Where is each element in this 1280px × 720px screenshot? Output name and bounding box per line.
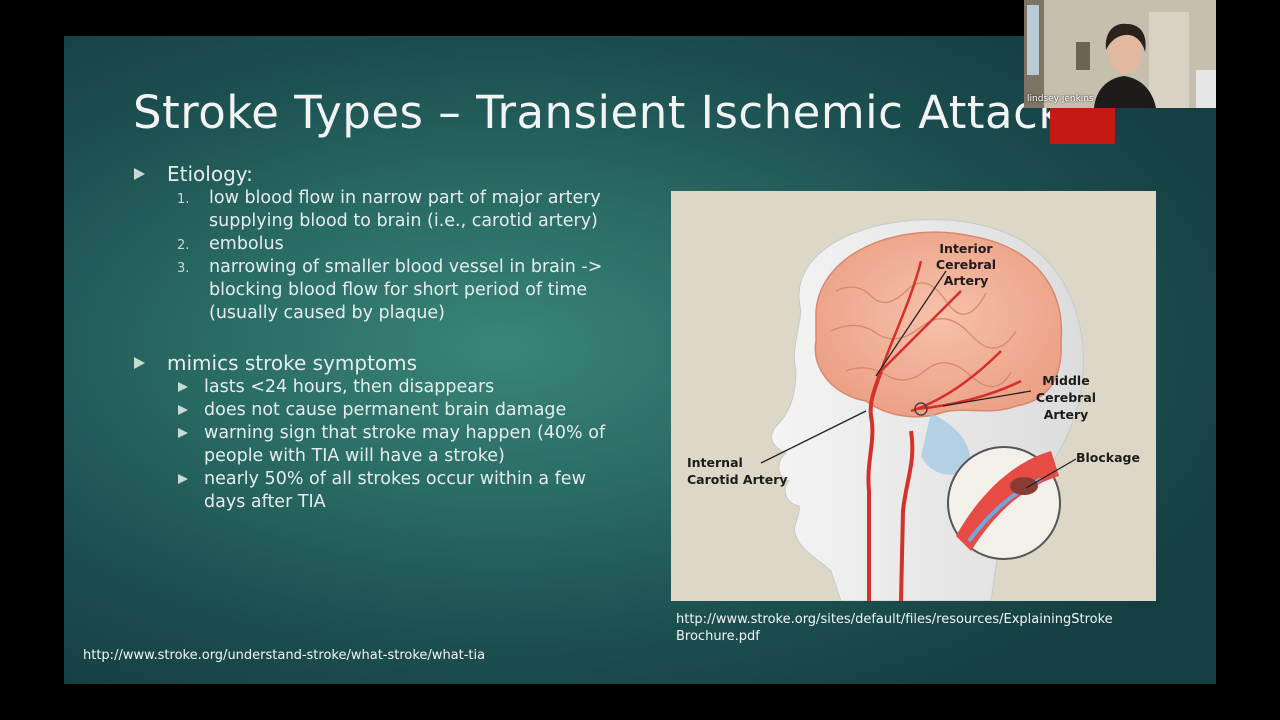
slide: Stroke Types – Transient Ischemic Attack… xyxy=(64,36,1216,684)
sub-bullet: warning sign that stroke may happen (40%… xyxy=(134,422,634,468)
webcam-thumbnail[interactable]: lindsey jenkins xyxy=(1024,0,1216,108)
slide-content: Etiology: 1. low blood flow in narrow pa… xyxy=(134,162,634,514)
slide-title: Stroke Types – Transient Ischemic Attack xyxy=(133,86,1065,139)
label-blockage: Blockage xyxy=(1076,450,1140,465)
bullet-mimics: mimics stroke symptoms xyxy=(134,351,634,376)
sub-bullet: lasts <24 hours, then disappears xyxy=(134,376,634,399)
label-interior-cerebral-artery: Interior Cerebral Artery xyxy=(935,241,997,288)
figure-source-link[interactable]: http://www.stroke.org/sites/default/file… xyxy=(676,612,1113,644)
sub-bullet-arrow-icon xyxy=(178,474,188,484)
sub-bullet-arrow-icon xyxy=(178,405,188,415)
webcam-video-icon xyxy=(1024,0,1216,108)
numbered-item: 3. narrowing of smaller blood vessel in … xyxy=(177,257,603,323)
brain-artery-illustration: Interior Cerebral Artery Middle Cerebral… xyxy=(671,191,1156,601)
label-middle-cerebral-artery: Middle Cerebral Artery xyxy=(1035,373,1097,422)
slide-source-link[interactable]: http://www.stroke.org/understand-stroke/… xyxy=(83,648,486,663)
numbered-item: 2. embolus xyxy=(177,234,284,254)
bullet-etiology: Etiology: xyxy=(134,162,634,187)
participant-name: lindsey jenkins xyxy=(1027,94,1094,104)
sub-bullet: nearly 50% of all strokes occur within a… xyxy=(134,468,634,514)
sub-bullet: does not cause permanent brain damage xyxy=(134,399,634,422)
bullet-arrow-icon xyxy=(134,168,145,180)
bullet-arrow-icon xyxy=(134,357,145,369)
sub-bullet-arrow-icon xyxy=(178,382,188,392)
sub-bullet-arrow-icon xyxy=(178,428,188,438)
numbered-item: 1. low blood flow in narrow part of majo… xyxy=(177,188,601,231)
red-overlay-box xyxy=(1050,108,1115,144)
label-internal-carotid-artery: Internal Carotid Artery xyxy=(687,455,788,487)
head-diagram xyxy=(760,219,1084,601)
